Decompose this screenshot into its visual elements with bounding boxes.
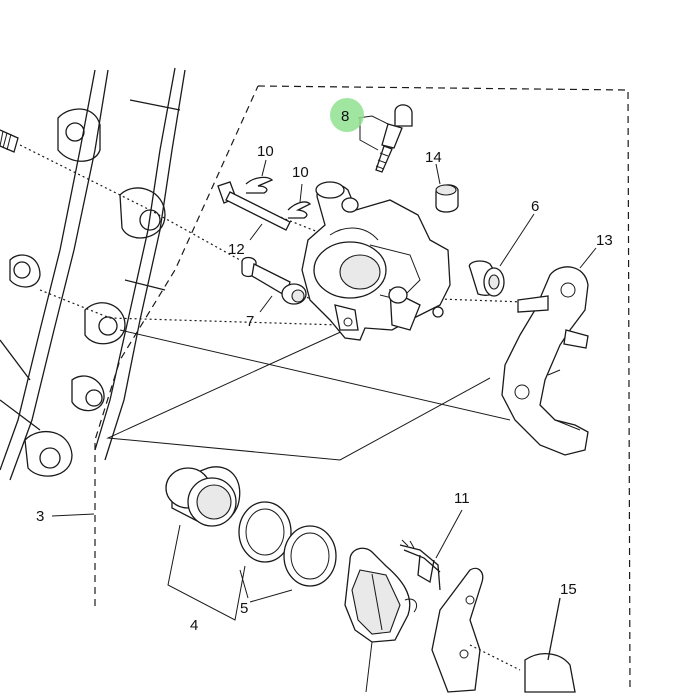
leader-3 [51,513,95,517]
label-14: 14 [425,149,442,166]
pad-spring [399,539,441,591]
label-7: 7 [246,313,254,330]
fork-bolt [0,129,19,153]
leader-10b [299,183,303,203]
leader-12 [249,223,263,241]
label-5: 5 [240,600,248,617]
leader-4 [167,524,246,621]
label-12: 12 [228,241,245,258]
label-15: 15 [560,581,577,598]
label-13: 13 [596,232,613,249]
assembly-boundary [94,85,631,693]
leader-7 [259,295,273,313]
label-10b: 10 [292,164,309,181]
label-10a: 10 [257,143,274,160]
caliper-pin [217,181,291,231]
leader-5 [239,569,293,603]
leader-14 [435,163,441,185]
piston-seals [238,501,337,587]
leader-6 [499,213,535,267]
label-3: 3 [36,508,44,525]
detail-pointer-lines [106,329,511,461]
leader-10a [261,159,267,177]
bleed-screw [357,104,413,173]
rubber-boot [468,260,505,297]
retaining-clip-2 [287,201,312,219]
leader-11 [435,509,463,559]
leader-13 [579,247,597,269]
label-6: 6 [531,198,539,215]
retaining-clip-1 [245,176,274,194]
front-fork [0,67,186,481]
alignment-line-2 [39,289,341,326]
caliper-bolt [241,256,307,305]
brake-pad [344,547,418,643]
leader-pad [365,641,373,693]
alignment-line-1 [19,144,331,311]
caliper-body [301,181,451,341]
brake-disc [524,597,576,693]
highlight-marker [330,98,364,132]
caliper-bracket [501,266,589,456]
pad-shim [431,567,521,693]
caliper-piston [165,466,241,527]
label-8: 8 [341,108,349,125]
bleed-cap [435,184,459,213]
label-4: 4 [190,617,198,634]
label-11: 11 [454,490,470,507]
